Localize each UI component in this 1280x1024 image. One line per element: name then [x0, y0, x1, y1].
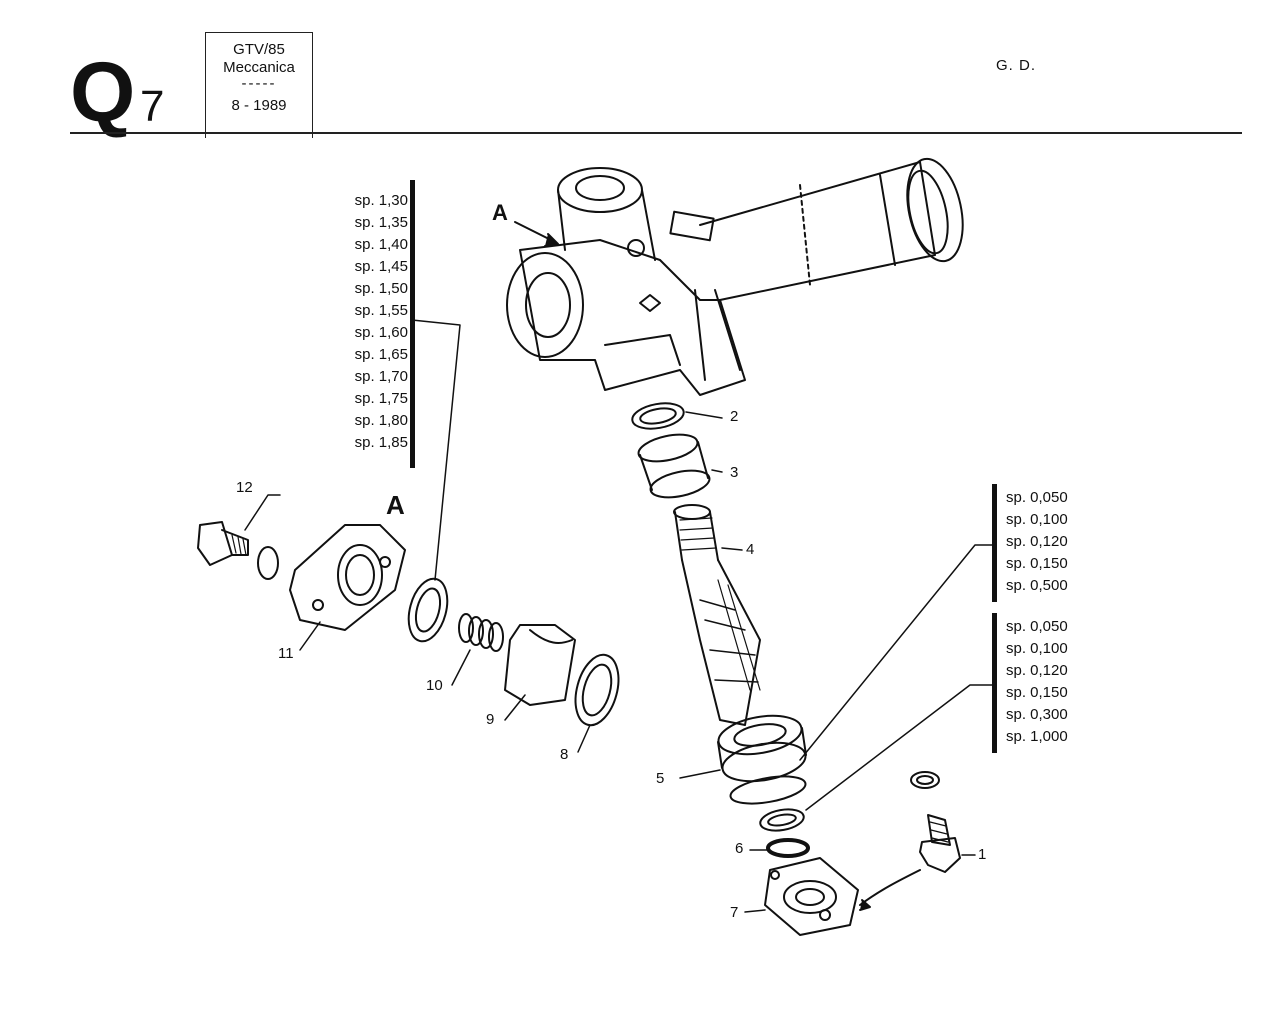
part-2-seal-ring [631, 402, 723, 430]
part-label-8: 8 [560, 746, 569, 763]
detail-marker-a-housing: A [492, 200, 508, 225]
date-label: 8 - 1989 [231, 97, 287, 114]
shim-item: sp. 0,300 [1006, 706, 1068, 723]
part-label-7: 7 [730, 904, 739, 921]
shim-item: sp. 1,75 [354, 390, 408, 407]
category-label: Meccanica [223, 59, 295, 76]
shim-rings [759, 544, 996, 832]
shim-item: sp. 1,65 [354, 346, 408, 363]
part-label-6: 6 [735, 840, 744, 857]
shim-list-left: sp. 1,30 sp. 1,35 sp. 1,40 sp. 1,45 sp. … [330, 190, 408, 454]
o-ring-a [407, 319, 461, 643]
part-label-12: 12 [236, 479, 253, 496]
header-info-box: GTV/85 Meccanica ----- 8 - 1989 [205, 32, 313, 138]
part-8-ring [574, 653, 620, 753]
shim-item: sp. 0,120 [1006, 533, 1068, 550]
part-label-2: 2 [730, 408, 739, 425]
model-label: GTV/85 [233, 41, 285, 58]
shim-list-left-bracket [410, 180, 415, 468]
shim-item: sp. 1,80 [354, 412, 408, 429]
header-rule [70, 132, 1242, 134]
shim-item: sp. 0,150 [1006, 684, 1068, 701]
part-label-5: 5 [656, 770, 665, 787]
separator: ----- [241, 75, 277, 92]
shim-list-right-lower: sp. 0,050 sp. 0,100 sp. 0,120 sp. 0,150 … [1006, 616, 1086, 748]
part-1-bolt [910, 771, 976, 873]
part-label-1: 1 [978, 846, 987, 863]
shim-item: sp. 0,050 [1006, 618, 1068, 635]
detail-marker-a-flange: A [386, 490, 405, 520]
part-label-3: 3 [730, 464, 739, 481]
shim-item: sp. 1,55 [354, 302, 408, 319]
shim-item: sp. 0,120 [1006, 662, 1068, 679]
part-label-4: 4 [746, 541, 755, 558]
shim-item: sp. 1,30 [354, 192, 408, 209]
shim-item: sp. 1,40 [354, 236, 408, 253]
author-initials: G. D. [996, 57, 1037, 74]
shim-item: sp. 1,60 [354, 324, 408, 341]
part-4-pinion-shaft [673, 504, 761, 726]
part-3-needle-bearing [637, 433, 723, 499]
shim-item: sp. 0,150 [1006, 555, 1068, 572]
part-9-thrust-pad [504, 624, 576, 721]
shim-item: sp. 0,100 [1006, 640, 1068, 657]
shim-item: sp. 1,000 [1006, 728, 1068, 745]
shim-item: sp. 0,050 [1006, 489, 1068, 506]
part-12-washer [257, 546, 279, 580]
part-11-flange [289, 524, 406, 651]
shim-item: sp. 1,70 [354, 368, 408, 385]
part-7-cover-plate [744, 857, 921, 936]
shim-item: sp. 1,50 [354, 280, 408, 297]
shim-item: sp. 0,500 [1006, 577, 1068, 594]
shim-item: sp. 1,35 [354, 214, 408, 231]
part-5-ball-bearing [679, 714, 807, 805]
section-letter: Q [70, 45, 136, 139]
part-12-bolt [197, 494, 281, 566]
shim-list-right-lower-bracket [992, 613, 997, 753]
shim-item: sp. 1,85 [354, 434, 408, 451]
shim-item: sp. 0,100 [1006, 511, 1068, 528]
shim-list-right-upper-bracket [992, 484, 997, 602]
section-number: 7 [140, 82, 165, 131]
part-10-spring [451, 613, 504, 686]
part-label-11: 11 [278, 645, 294, 662]
shim-list-right-upper: sp. 0,050 sp. 0,100 sp. 0,120 sp. 0,150 … [1006, 487, 1086, 597]
shim-item: sp. 1,45 [354, 258, 408, 275]
part-label-9: 9 [486, 711, 495, 728]
part-6-circlip [749, 838, 810, 858]
steering-housing [506, 157, 964, 396]
part-label-10: 10 [426, 677, 443, 694]
